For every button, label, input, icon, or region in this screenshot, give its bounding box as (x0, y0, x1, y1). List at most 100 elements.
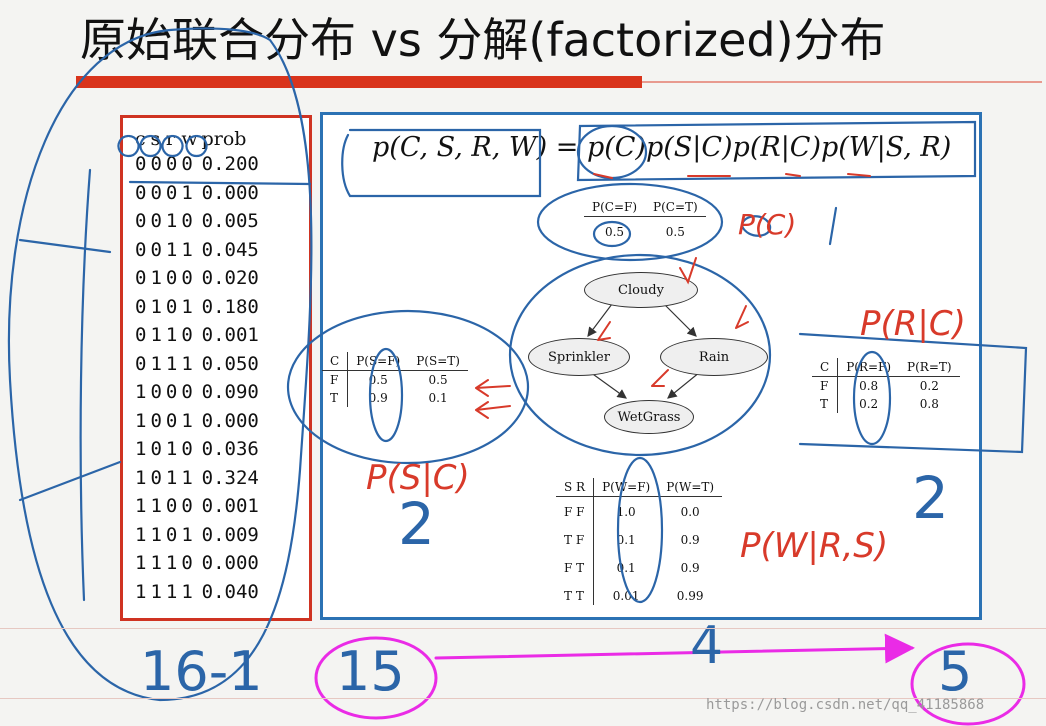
cpt-cloudy: P(C=F) P(C=T) 0.5 0.5 (584, 198, 706, 241)
joint-prob-cell: 0.040 (201, 580, 259, 603)
joint-var-cell: 0 (165, 495, 178, 517)
cpt-w-header-f: P(W=F) (593, 478, 659, 497)
footer-divider-bottom (0, 698, 1046, 699)
joint-prob-cell: 0.009 (201, 523, 259, 546)
joint-var-cell: 1 (150, 523, 162, 546)
cpt-w-header-t: P(W=T) (658, 478, 723, 497)
cpt-r-header-t: P(R=T) (899, 358, 960, 377)
joint-var-cell: 1 (135, 580, 147, 603)
annotation-4: 4 (690, 616, 724, 676)
cpt-sprinkler: C P(S=F) P(S=T) F 0.5 0.5 T 0.9 0.1 (322, 352, 468, 407)
left-arrow-bottom (18, 460, 122, 502)
joint-var-cell: 0 (181, 210, 193, 232)
joint-var-cell: 1 (165, 552, 178, 574)
cpt-s-header-c: C (322, 352, 349, 371)
cpt-w-row: F T 0.1 0.9 (556, 549, 722, 577)
joint-var-cell: 1 (135, 495, 147, 517)
cpt-c-header-t: P(C=T) (645, 198, 706, 217)
joint-var-cell: 0 (150, 466, 162, 489)
slide-title: 原始联合分布 vs 分解(factorized)分布 (80, 13, 886, 67)
joint-var-cell: 1 (181, 238, 193, 261)
joint-var-cell: 1 (165, 210, 178, 232)
left-bracket (79, 168, 92, 602)
joint-var-cell: 1 (181, 295, 193, 318)
joint-var-cell: 1 (181, 352, 193, 375)
node-rain: Rain (660, 338, 768, 376)
joint-var-cell: 1 (150, 267, 162, 289)
joint-prob-cell: 0.005 (201, 210, 259, 232)
joint-var-cell: 0 (150, 153, 162, 175)
magenta-arrow (434, 633, 915, 664)
joint-var-cell: 1 (165, 238, 178, 261)
left-arrow-top (18, 238, 112, 254)
joint-prob-cell: 0.000 (201, 552, 259, 574)
watermark-url: https://blog.csdn.net/qq_41185868 (706, 697, 985, 713)
joint-var-cell: 1 (135, 438, 147, 460)
joint-prob-cell: 0.000 (201, 181, 259, 204)
joint-var-cell: 1 (150, 324, 162, 346)
joint-var-cell: 1 (150, 352, 162, 375)
joint-var-cell: 0 (135, 295, 147, 318)
joint-var-cell: 0 (181, 267, 193, 289)
joint-var-cell: 0 (150, 181, 162, 204)
joint-prob-cell: 0.036 (201, 438, 259, 460)
joint-var-cell: 1 (150, 295, 162, 318)
col-r: r (165, 128, 175, 150)
joint-var-cell: 0 (150, 238, 162, 261)
annotation-15: 15 (336, 640, 405, 703)
annotation-pc: P(C) (738, 208, 797, 241)
node-cloudy: Cloudy (584, 272, 698, 308)
annotation-prc: P(R|C) (860, 304, 966, 344)
cpt-wetgrass: S R P(W=F) P(W=T) F F 1.0 0.0 T F 0.1 0.… (556, 478, 723, 605)
joint-var-cell: 1 (135, 523, 147, 546)
joint-table-header: c s r w prob (133, 128, 261, 150)
annotation-pwrs: P(W|R,S) (740, 526, 889, 566)
cpt-r-row: F 0.8 0.2 (812, 376, 960, 395)
cpt-r-header-c: C (812, 358, 839, 377)
cpt-s-header-t: P(S=T) (408, 352, 468, 371)
joint-var-cell: 1 (135, 381, 147, 403)
joint-var-cell: 0 (135, 153, 147, 175)
col-prob: prob (201, 128, 247, 150)
joint-var-cell: 1 (150, 552, 162, 574)
joint-var-cell: 1 (165, 324, 178, 346)
joint-var-cell: 0 (165, 295, 178, 318)
joint-prob-cell: 0.200 (201, 153, 259, 175)
annotation-psc: P(S|C) (366, 458, 470, 498)
joint-var-cell: 0 (181, 438, 193, 460)
col-s: s (150, 128, 161, 150)
col-c: c (135, 128, 146, 150)
joint-var-cell: 1 (181, 466, 193, 489)
joint-var-cell: 1 (165, 466, 178, 489)
factorization-formula: p(C, S, R, W) = p(C)p(S|C)p(R|C)p(W|S, R… (372, 132, 952, 163)
cpt-r-header-f: P(R=F) (837, 358, 900, 377)
joint-prob-cell: 0.324 (201, 466, 259, 489)
annotation-2-right: 2 (912, 464, 949, 532)
cpt-w-row: F F 1.0 0.0 (556, 496, 722, 521)
joint-prob-cell: 0.001 (201, 324, 259, 346)
joint-var-cell: 0 (165, 409, 178, 432)
joint-prob-cell: 0.001 (201, 495, 259, 517)
cpt-rain: C P(R=F) P(R=T) F 0.8 0.2 T 0.2 0.8 (812, 358, 960, 413)
joint-var-cell: 1 (181, 523, 193, 546)
joint-var-cell: 1 (165, 580, 178, 603)
annotation-16-minus-1: 16-1 (140, 640, 263, 703)
title-underline-bar (76, 76, 642, 88)
annotation-2-left: 2 (398, 490, 435, 558)
joint-var-cell: 0 (165, 153, 178, 175)
node-sprinkler: Sprinkler (528, 338, 630, 376)
